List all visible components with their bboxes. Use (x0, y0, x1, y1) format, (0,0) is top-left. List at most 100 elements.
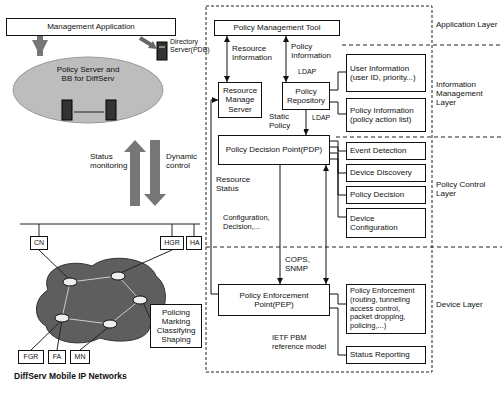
wire (194, 224, 195, 236)
layer-divider (342, 45, 502, 46)
function-box: Status Reporting (346, 346, 426, 364)
box-text: HA (190, 239, 198, 247)
box-text: Device Discovery (350, 168, 422, 177)
annotation-label: Status monitoring (90, 152, 126, 170)
annotation-label: Device Layer (436, 300, 500, 309)
connector (306, 110, 307, 135)
box-text: Policy Enforcement (350, 287, 422, 296)
annotation-label: LDAP (298, 68, 324, 76)
function-box: Device Configuration (346, 208, 426, 238)
box-text: Policy Management Tool (218, 23, 336, 32)
info-box: Policy Information(policy action list) (346, 98, 426, 132)
connector (211, 100, 218, 294)
bus-line (20, 224, 200, 225)
box-text: Status Reporting (350, 350, 422, 359)
routers (55, 272, 147, 328)
connector (37, 36, 43, 56)
wire (74, 112, 104, 113)
process-box: Policy Enforcement Point(PEP) (218, 284, 330, 316)
connector (330, 102, 346, 114)
box-text: Policy Repository (286, 87, 326, 105)
router-icon (103, 320, 117, 328)
connector (326, 165, 327, 284)
wire (118, 250, 172, 274)
box-text: FGR (22, 353, 40, 361)
wire (39, 250, 70, 280)
box-text: HGR (164, 239, 180, 247)
wire (39, 224, 40, 236)
wire (172, 224, 173, 236)
function-box: Policing Marking Classifying Shaping (150, 304, 202, 348)
box-text: (user ID, priority...) (350, 73, 422, 82)
annotation-label: Policy Control Layer (436, 180, 500, 198)
box-text: Management Application (10, 22, 172, 31)
network-cloud (36, 258, 165, 343)
router-icon (63, 278, 77, 286)
link (62, 282, 70, 318)
wire (80, 326, 110, 350)
connector (330, 72, 346, 90)
function-box: Event Detection (346, 142, 426, 160)
core-links (62, 276, 140, 324)
annotation-label: IETF PBM reference model (272, 334, 338, 351)
wire (57, 320, 62, 350)
connector-label: Resource Status (215, 175, 257, 193)
router-box: HGR (160, 236, 184, 250)
function-box: Device Discovery (346, 164, 426, 182)
router-icon (133, 296, 147, 304)
server-icon (157, 42, 167, 60)
box-text: Resource Manage Server (222, 86, 258, 114)
box-text: (routing, tunneling access control, pack… (350, 296, 422, 331)
layer-divider (336, 137, 502, 138)
status-arrow (124, 140, 146, 206)
process-box: Resource Manage Server (218, 82, 262, 118)
connector-label: Configuration, Decision,... (222, 214, 278, 231)
repository-box: Policy Repository (282, 82, 330, 110)
box-text: Policing Marking Classifying Shaping (154, 308, 198, 345)
box-text: (policy action list) (350, 115, 422, 124)
agent-box: HA (186, 236, 202, 250)
connector (330, 159, 346, 217)
info-box: User Information(user ID, priority...) (346, 54, 426, 92)
box-text: MN (74, 353, 86, 361)
function-box: Policy Decision (346, 186, 426, 204)
application-box: Management Application (6, 18, 176, 36)
policy-server-ellipse: Policy Server and BB for DiffServ (12, 56, 164, 124)
agent-box: FA (48, 350, 66, 364)
host-box: CN (30, 236, 48, 250)
box-text: Policy Server and BB for DiffServ (56, 65, 120, 83)
connector-label: Static Policy (268, 112, 304, 130)
reference-model-frame (206, 6, 432, 372)
router-icon (55, 314, 69, 322)
annotation-label: Information Management Layer (436, 80, 500, 108)
box-text: User Information (350, 64, 422, 73)
box-text: Device Configuration (350, 214, 422, 232)
annotation-label: Directory Server(PDB) (170, 38, 206, 54)
function-box: Policy Enforcement(routing, tunneling ac… (346, 284, 426, 334)
connector-label: Resource Information (231, 44, 273, 62)
process-box: Policy Management Tool (214, 20, 340, 36)
server-icon (106, 100, 116, 120)
annotation-label: Dynamic control (166, 152, 204, 170)
connector (286, 36, 287, 82)
box-text: Policy Decision (350, 190, 422, 199)
server-icon (62, 100, 72, 120)
connector-label: Policy Information (290, 42, 334, 60)
host-box: MN (70, 350, 90, 364)
connector (330, 294, 346, 304)
connector-label: COPS, SNMP (284, 255, 324, 273)
annotation-label: DiffServ Mobile IP Networks (14, 372, 204, 382)
layer-divider (206, 247, 502, 248)
router-icon (111, 272, 125, 280)
box-text: Policy Information (350, 106, 422, 115)
annotation-label: LDAP (312, 114, 338, 122)
connector (330, 308, 346, 355)
arrow-head (148, 41, 157, 49)
box-text: CN (34, 239, 44, 247)
box-text: Policy Enforcement Point(PEP) (222, 291, 326, 309)
wire (31, 320, 62, 350)
connector (227, 36, 228, 82)
control-arrow (144, 140, 166, 206)
